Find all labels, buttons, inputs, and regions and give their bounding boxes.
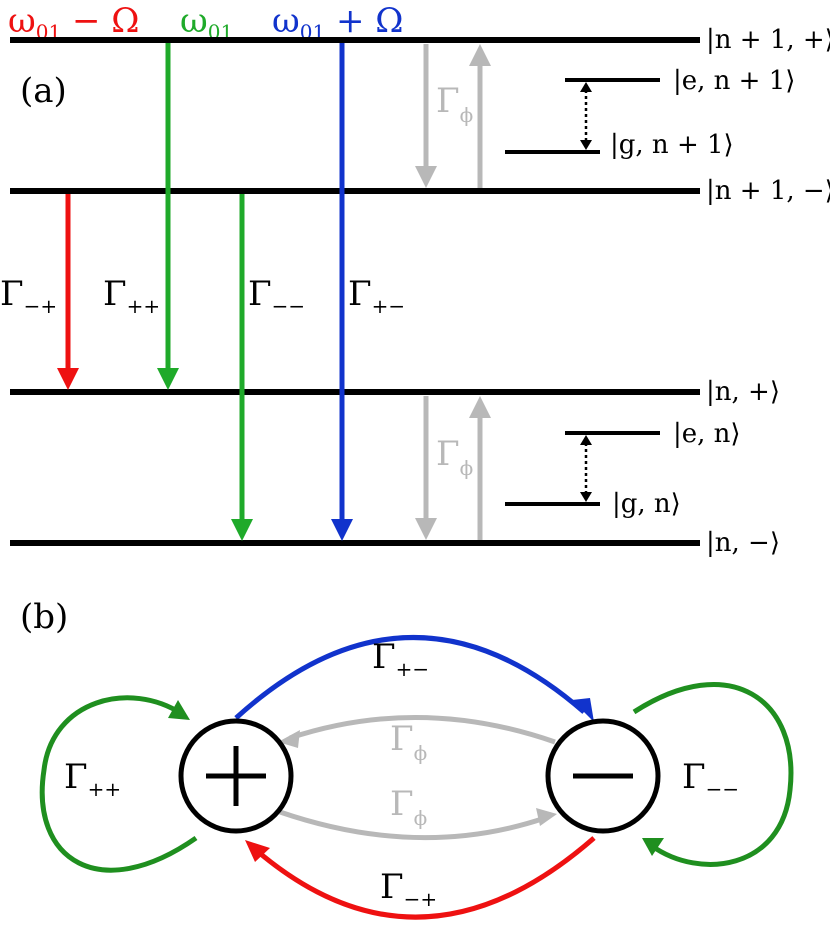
arrow-gamma-plus-minus — [331, 43, 353, 541]
bare-label-e-n: |e, n⟩ — [673, 419, 741, 449]
bare-states-upper — [505, 78, 660, 154]
dephasing-arrows-lower — [415, 396, 491, 540]
rate-label-b-gpm: Γ+− — [372, 637, 429, 681]
rate-label-gphi-lower: Γϕ — [436, 434, 473, 480]
arrow-gamma-minus-minus — [231, 194, 253, 541]
panel-a-label: (a) — [20, 71, 67, 111]
level-label-n1-plus: |n + 1, +⟩ — [706, 25, 830, 55]
rate-label-b-gphi-bottom: Γϕ — [390, 784, 427, 830]
dephasing-arrows-upper — [415, 44, 491, 188]
node-plus — [178, 718, 294, 834]
arrow-gamma-minus-plus — [57, 194, 79, 390]
bare-label-g-n1: |g, n + 1⟩ — [610, 130, 734, 160]
rate-label-b-gpp: Γ++ — [64, 757, 121, 801]
level-label-n-minus: |n, −⟩ — [706, 528, 780, 558]
arc-gphi-bottom — [279, 808, 557, 841]
bare-label-g-n: |g, n⟩ — [612, 489, 681, 519]
rate-label-b-gmm: Γ−− — [682, 757, 739, 801]
level-label-n1-minus: |n + 1, −⟩ — [706, 176, 830, 206]
level-label-n-plus: |n, +⟩ — [706, 377, 780, 407]
freq-label-blue: ω01 + Ω — [272, 1, 403, 44]
freq-label-red: ω01 − Ω — [8, 1, 139, 44]
loop-gamma-plus-plus — [39, 695, 198, 873]
panel-a: (a) ω01 − Ω ω01 ω01 + Ω |n + 1, +⟩ |n + … — [0, 1, 830, 558]
rate-label-gmp: Γ−+ — [0, 274, 57, 318]
rate-label-gpm: Γ+− — [348, 274, 405, 318]
panel-b-label: (b) — [20, 597, 68, 637]
rate-label-b-gphi-top: Γϕ — [390, 719, 427, 765]
rate-label-b-gmp: Γ−+ — [380, 867, 437, 911]
arc-gphi-top — [278, 714, 556, 748]
bare-label-e-n1: |e, n + 1⟩ — [673, 66, 795, 96]
arc-gamma-minus-plus — [245, 836, 596, 920]
arrow-gamma-plus-plus — [157, 43, 179, 390]
node-minus — [545, 718, 661, 834]
rate-label-gpp: Γ++ — [103, 274, 160, 318]
rate-label-gmm: Γ−− — [248, 274, 305, 318]
panel-b: (b) Γ+− Γϕ Γϕ Γ−+ Γ++ — [20, 597, 794, 920]
bare-states-lower — [505, 431, 660, 506]
loop-gamma-minus-minus — [632, 682, 794, 867]
rate-label-gphi-upper: Γϕ — [436, 81, 473, 127]
arc-gamma-plus-minus — [234, 635, 594, 722]
